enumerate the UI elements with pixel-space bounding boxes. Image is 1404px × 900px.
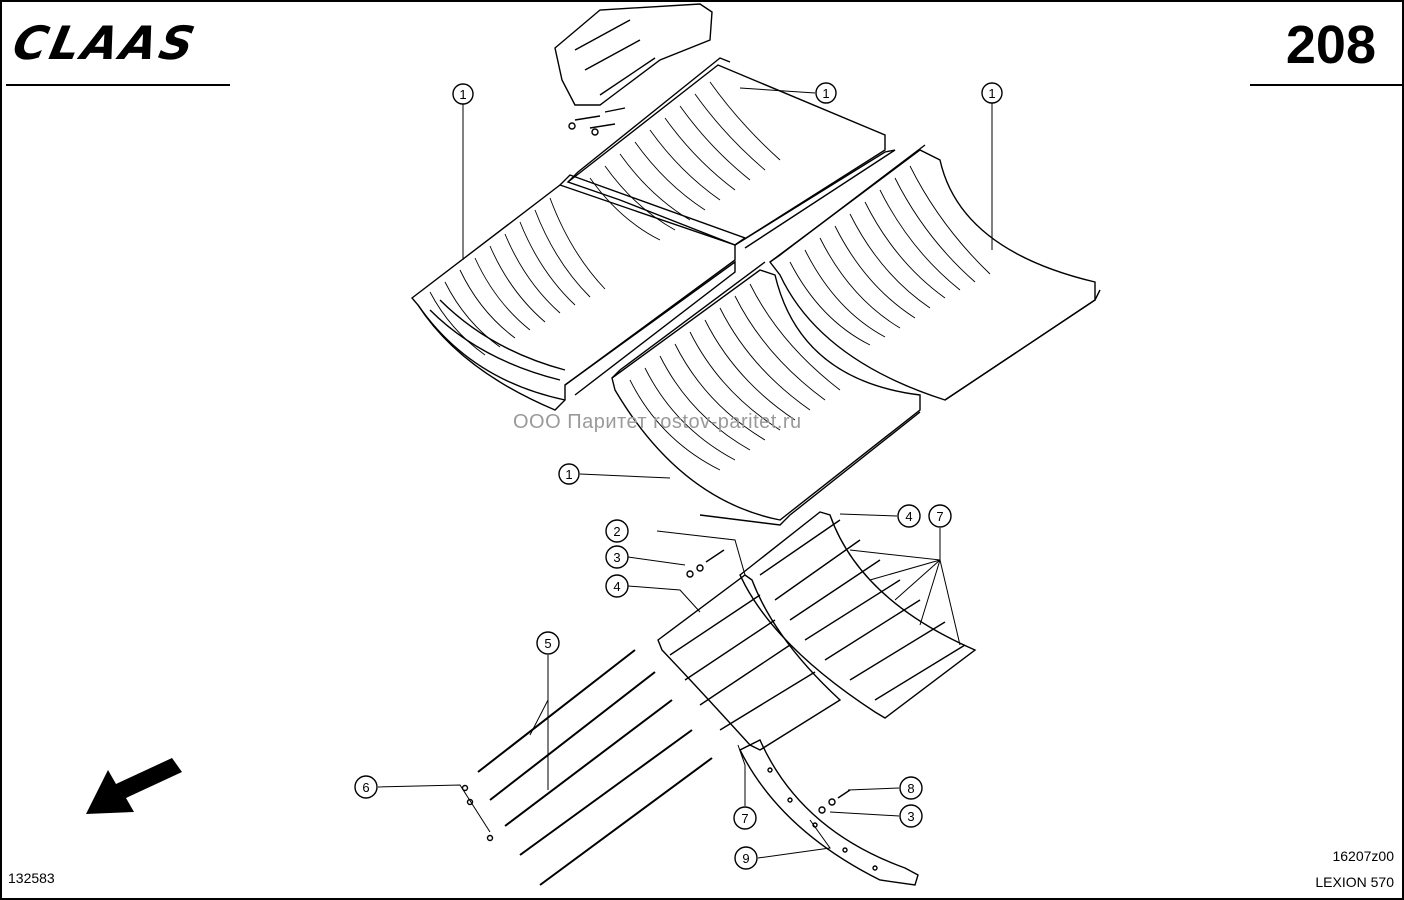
grate-panel-left: [657, 574, 842, 751]
machine-model: LEXION 570: [1315, 874, 1394, 890]
svg-text:1: 1: [459, 87, 466, 102]
callout-6: 6: [354, 775, 378, 799]
callout-1-left: 1: [452, 83, 474, 105]
svg-text:2: 2: [613, 524, 620, 539]
svg-text:6: 6: [362, 780, 369, 795]
concave-left: [410, 174, 747, 411]
svg-text:7: 7: [741, 811, 748, 826]
concave-top-middle: [566, 57, 896, 249]
callout-7-bottom: 7: [733, 806, 757, 830]
callout-7-right: 7: [928, 504, 952, 528]
mounting-bracket: [554, 3, 713, 136]
svg-text:8: 8: [907, 781, 914, 796]
callout-4-left: 4: [605, 574, 629, 598]
svg-text:5: 5: [544, 636, 551, 651]
svg-text:9: 9: [742, 851, 749, 866]
side-plate: [739, 739, 919, 886]
leader-lines: [377, 87, 993, 859]
callout-1-top: 1: [815, 82, 837, 104]
callout-bubbles: 1 1 1 1 2 3 4 4 7 5 6 7 8 3 9: [354, 82, 1003, 870]
page-number: 208: [1285, 15, 1376, 75]
callout-1-right: 1: [981, 82, 1003, 104]
callout-4-right: 4: [897, 504, 921, 528]
callout-8: 8: [899, 776, 923, 800]
watermark: ООО Паритет rostov-paritet.ru: [513, 411, 802, 433]
travel-direction-arrow: [86, 758, 182, 814]
document-number: 132583: [8, 870, 55, 886]
svg-text:1: 1: [822, 86, 829, 101]
callout-2: 2: [605, 519, 629, 543]
logo-rule: [6, 84, 230, 86]
svg-text:4: 4: [613, 579, 620, 594]
svg-text:1: 1: [988, 86, 995, 101]
grate-panel-right: [739, 511, 977, 719]
svg-text:3: 3: [613, 550, 620, 565]
callout-3-bottom: 3: [899, 804, 923, 828]
svg-text:1: 1: [565, 467, 572, 482]
concave-front: [611, 261, 921, 526]
svg-text:4: 4: [905, 509, 912, 524]
callout-5: 5: [536, 631, 560, 655]
fasteners: [686, 549, 851, 814]
page-number-rule: [1250, 84, 1402, 86]
svg-text:7: 7: [936, 509, 943, 524]
concave-right: [769, 144, 1101, 401]
svg-text:3: 3: [907, 809, 914, 824]
callout-1-front: 1: [558, 463, 580, 485]
drawing-reference: 16207z00: [1332, 848, 1394, 864]
callout-3-top: 3: [605, 545, 629, 569]
callout-9: 9: [734, 846, 758, 870]
rods: [477, 649, 713, 886]
